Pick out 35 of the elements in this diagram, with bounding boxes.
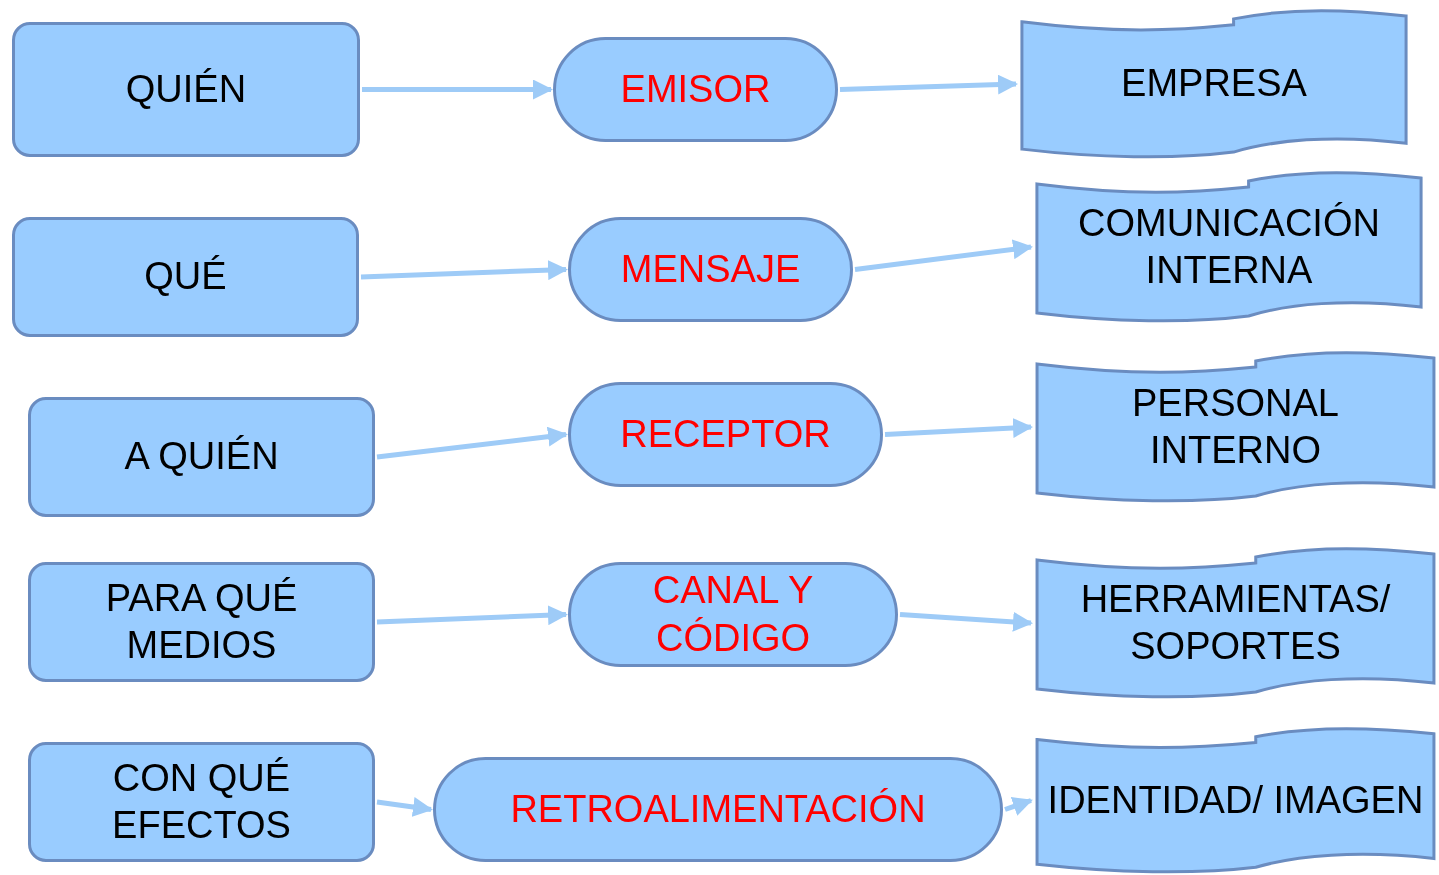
banner-shape — [1033, 352, 1438, 502]
node-label: MENSAJE — [619, 246, 802, 292]
node-label: CON QUÉ EFECTOS — [111, 755, 292, 848]
node-label: PARA QUÉ MEDIOS — [104, 575, 299, 668]
banner-shape — [1033, 172, 1425, 322]
node-label: IDENTIDAD/ IMAGEN — [1046, 777, 1425, 823]
node-label: QUÉ — [143, 254, 228, 300]
question-box — [28, 397, 375, 517]
node-label: PERSONAL INTERNO — [1131, 380, 1340, 473]
node-label: HERRAMIENTAS/ SOPORTES — [1079, 576, 1392, 669]
node-label: EMPRESA — [1120, 61, 1308, 107]
question-box — [12, 22, 360, 157]
node-label: COMUNICACIÓN INTERNA — [1077, 200, 1381, 293]
arrow — [839, 74, 1018, 95]
arrow — [884, 417, 1033, 438]
arrow — [899, 611, 1033, 632]
arrow — [854, 239, 1033, 272]
banner-shape — [1018, 10, 1410, 158]
node-label: A QUIÉN — [123, 434, 280, 480]
node-label: RETROALIMENTACIÓN — [509, 786, 927, 832]
arrow — [376, 426, 568, 460]
node-label: QUIÉN — [124, 66, 248, 112]
question-box — [28, 562, 375, 682]
arrow — [1004, 796, 1033, 816]
question-box — [12, 217, 359, 337]
banner-shape — [1033, 548, 1438, 698]
arrow — [362, 79, 553, 100]
node-label: RECEPTOR — [619, 411, 832, 457]
node-label: EMISOR — [619, 66, 772, 112]
arrow — [360, 260, 568, 281]
node-label: CANAL Y CÓDIGO — [651, 568, 815, 661]
question-box — [28, 742, 375, 862]
arrow — [376, 605, 568, 626]
banner-shape — [1033, 728, 1438, 873]
arrow — [376, 797, 433, 817]
